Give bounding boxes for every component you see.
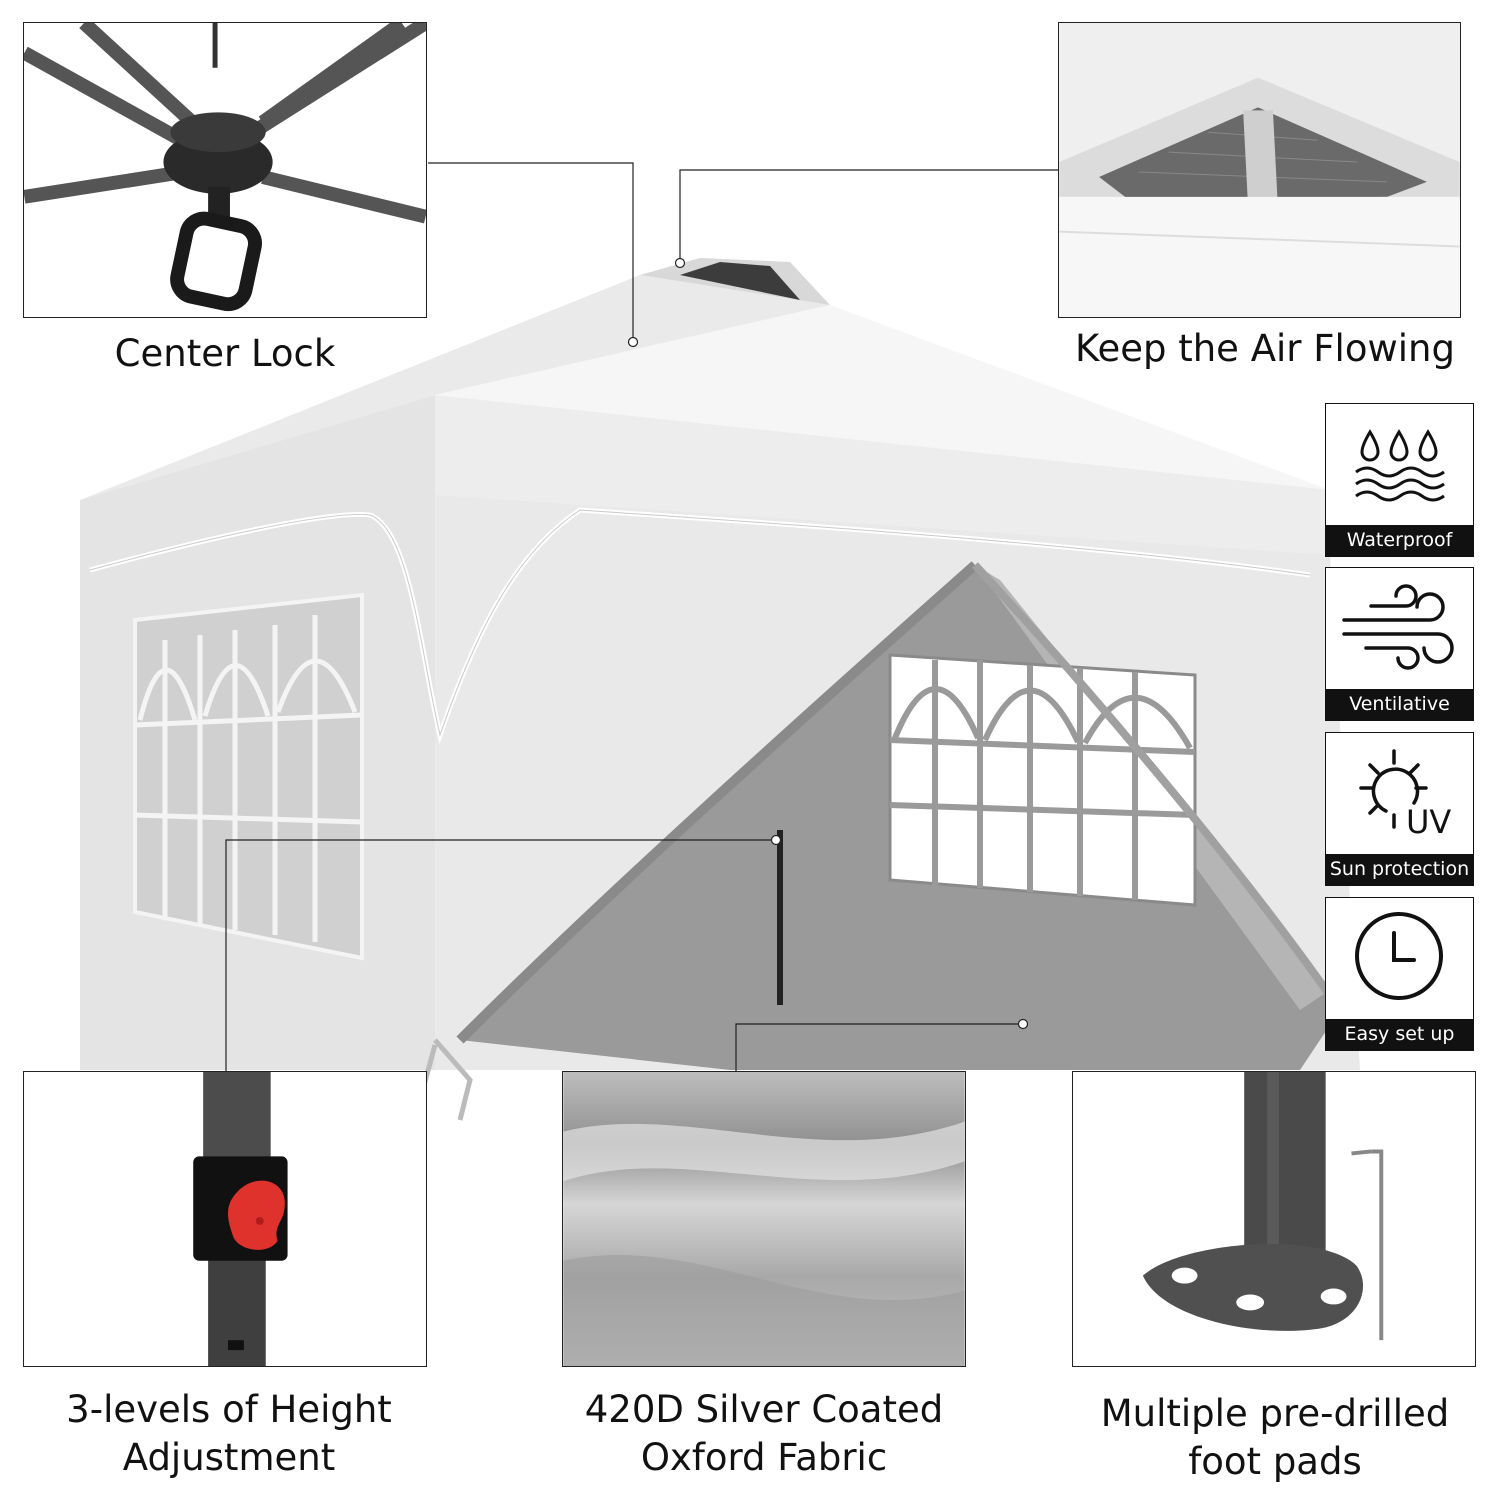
ventilative-label: Ventilative (1326, 689, 1473, 720)
fabric-caption-line2: Oxford Fabric (640, 1436, 888, 1479)
easy-setup-feature: Easy set up (1325, 897, 1474, 1051)
center-lock-image (24, 23, 426, 317)
center-lock-caption: Center Lock (114, 332, 336, 375)
easy-setup-label: Easy set up (1326, 1019, 1473, 1050)
air-flowing-caption: Keep the Air Flowing (1075, 327, 1455, 370)
height-caption-line1: 3-levels of Height (66, 1388, 392, 1431)
air-vent-panel (1058, 22, 1461, 318)
air-vent-image (1059, 23, 1460, 317)
foot-pad-panel (1072, 1071, 1476, 1367)
clock-icon (1355, 912, 1443, 1000)
fabric-image (563, 1072, 965, 1366)
waterproof-feature: Waterproof (1325, 403, 1474, 557)
wind-icon (1342, 584, 1454, 670)
height-caption: 3-levels of Height Adjustment (0, 1386, 458, 1482)
fabric-caption-line1: 420D Silver Coated (584, 1388, 944, 1431)
height-caption-line2: Adjustment (122, 1436, 336, 1479)
foot-pads-caption: Multiple pre-drilled foot pads (1040, 1390, 1500, 1486)
height-adjustment-panel (23, 1071, 427, 1367)
foot-pad-image (1073, 1072, 1475, 1366)
foot-pads-caption-line1: Multiple pre-drilled (1100, 1392, 1450, 1435)
fabric-panel (562, 1071, 966, 1367)
foot-pads-caption-line2: foot pads (1188, 1440, 1362, 1483)
height-adjustment-image (24, 1072, 426, 1366)
center-lock-panel (23, 22, 427, 318)
sun-protection-label: Sun protection (1326, 854, 1473, 885)
water-drops-icon (1355, 429, 1445, 502)
uv-text: UV (1406, 803, 1451, 841)
waterproof-label: Waterproof (1326, 525, 1473, 556)
sun-protection-feature: UV Sun protection (1325, 732, 1474, 886)
fabric-caption: 420D Silver Coated Oxford Fabric (530, 1386, 998, 1482)
sun-uv-icon: UV (1359, 749, 1451, 841)
ventilative-feature: Ventilative (1325, 567, 1474, 721)
